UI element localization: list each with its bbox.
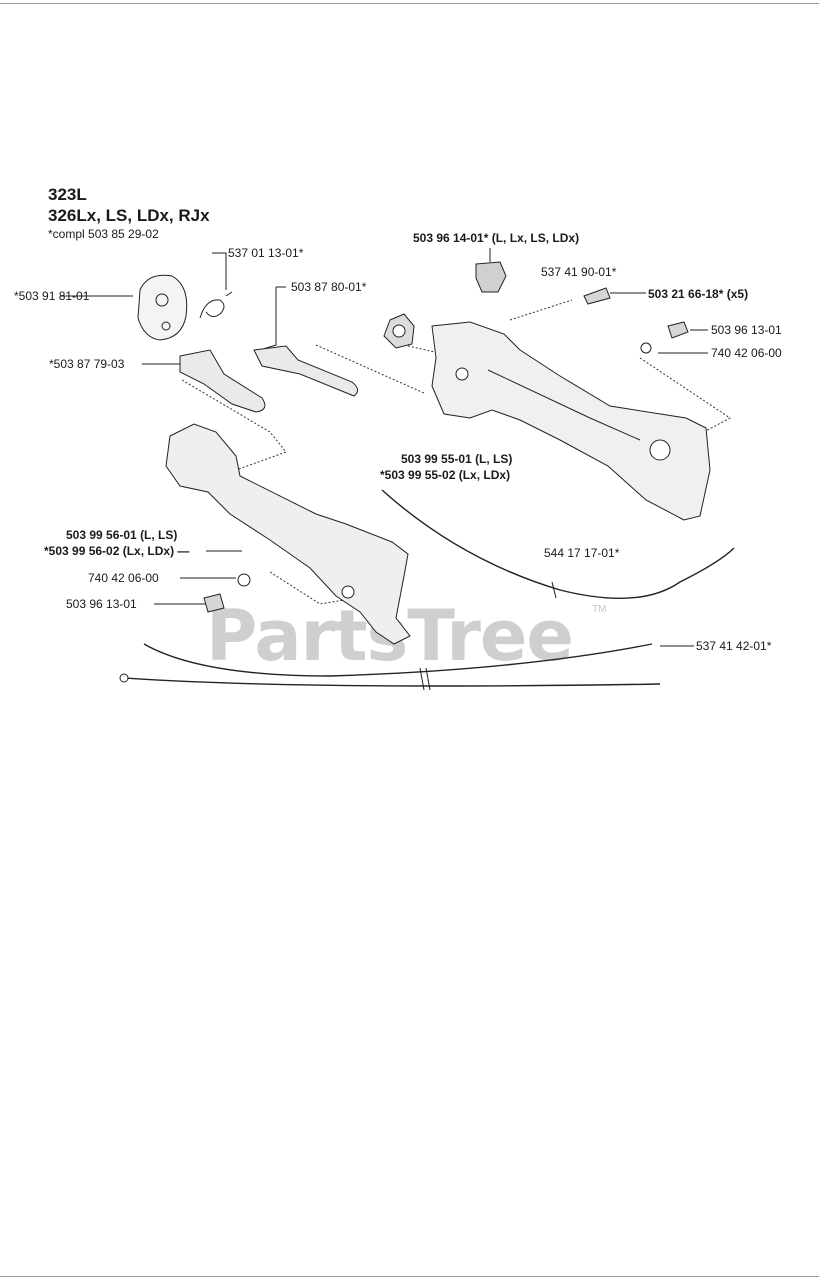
- leader-line: [259, 287, 277, 351]
- part-label-503-91-81-01: *503 91 81-01: [14, 289, 90, 303]
- model-title-326: 326Lx, LS, LDx, RJx: [48, 206, 210, 225]
- stop-wire: [123, 677, 661, 687]
- stop-wire: [143, 643, 653, 677]
- part-label-537-41-90-01: 537 41 90-01*: [541, 265, 617, 279]
- assembly-line: [509, 299, 573, 321]
- assembly-line: [639, 357, 731, 433]
- model-title-323l: 323L: [48, 185, 87, 204]
- part-label-503-99-56-01: 503 99 56-01 (L, LS): [66, 528, 178, 542]
- handle-housing: [431, 321, 711, 521]
- complete-assembly-note: *compl 503 85 29-02: [48, 227, 159, 241]
- top-border: [0, 3, 819, 4]
- grip-handle: [165, 423, 411, 645]
- leader-line: [212, 252, 227, 290]
- part-label-503-99-55-01: 503 99 55-01 (L, LS): [401, 452, 513, 466]
- screw-part: [667, 321, 689, 339]
- watermark-trademark: TM: [592, 604, 607, 615]
- throttle-cable: [381, 489, 735, 600]
- part-label-537-41-42-01: 537 41 42-01*: [696, 639, 772, 653]
- spring-part: [199, 291, 233, 319]
- part-label-503-99-56-02: *503 99 56-02 (Lx, LDx) —: [44, 544, 190, 558]
- switch-part: [475, 261, 507, 293]
- screw-part: [203, 593, 225, 613]
- throttle-lever: [179, 349, 266, 413]
- washer-part: [640, 342, 652, 354]
- trigger-part: [253, 345, 358, 397]
- washer-part: [237, 573, 251, 587]
- part-label-544-17-17-01: 544 17 17-01*: [544, 546, 620, 560]
- part-label-537-01-13-01: 537 01 13-01*: [228, 246, 304, 260]
- part-label-740-42-06-00-left: 740 42 06-00: [88, 571, 159, 585]
- part-label-503-99-55-02: *503 99 55-02 (Lx, LDx): [380, 468, 511, 482]
- part-label-503-96-13-01-right: 503 96 13-01: [711, 323, 782, 337]
- screw-part: [583, 287, 611, 305]
- part-label-503-21-66-18: 503 21 66-18* (x5): [648, 287, 749, 301]
- part-label-503-87-80-01: 503 87 80-01*: [291, 280, 367, 294]
- part-label-503-87-79-03: *503 87 79-03: [49, 357, 125, 371]
- part-label-740-42-06-00-right: 740 42 06-00: [711, 346, 782, 360]
- bracket-part: [137, 274, 188, 341]
- part-label-503-96-14-01: 503 96 14-01* (L, Lx, LS, LDx): [413, 231, 580, 245]
- bottom-border: [0, 1276, 819, 1277]
- part-label-503-96-13-01-left: 503 96 13-01: [66, 597, 137, 611]
